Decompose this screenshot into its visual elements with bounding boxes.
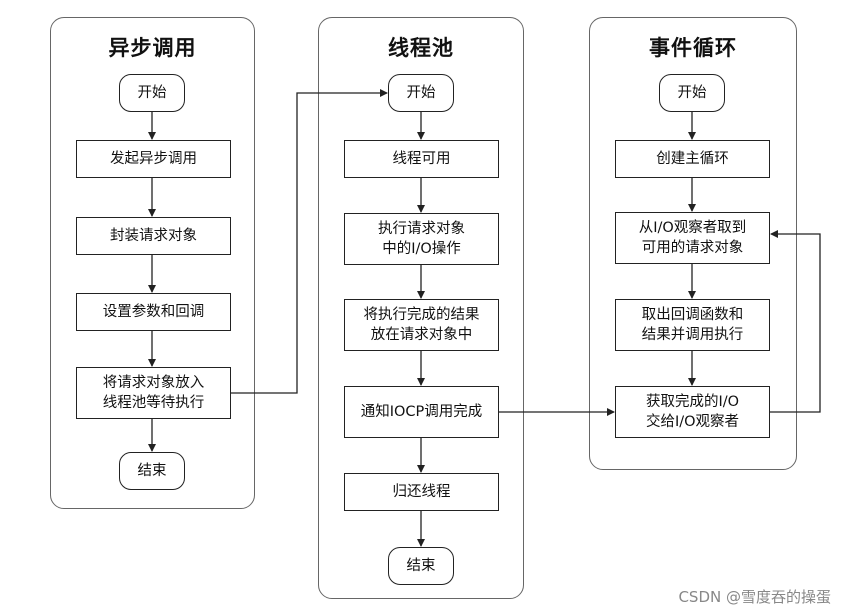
node-end: 结束 <box>388 547 454 585</box>
node-start: 开始 <box>119 74 185 112</box>
node-wrap-request-object: 封装请求对象 <box>76 217 231 255</box>
node-create-main-loop: 创建主循环 <box>615 140 770 178</box>
node-initiate-async-call: 发起异步调用 <box>76 140 231 178</box>
node-end: 结束 <box>119 452 185 490</box>
node-put-into-thread-pool: 将请求对象放入 线程池等待执行 <box>76 367 231 419</box>
node-fetch-request-object: 从I/O观察者取到 可用的请求对象 <box>615 212 770 264</box>
node-start: 开始 <box>659 74 725 112</box>
node-return-thread: 归还线程 <box>344 473 499 511</box>
panel-title: 异步调用 <box>108 36 197 60</box>
node-notify-iocp: 通知IOCP调用完成 <box>344 386 499 438</box>
watermark: CSDN @雪度吞的操蛋 <box>678 588 831 606</box>
node-invoke-callback: 取出回调函数和 结果并调用执行 <box>615 299 770 351</box>
panel-title: 事件循环 <box>649 36 737 60</box>
node-execute-io-operation: 执行请求对象 中的I/O操作 <box>344 213 499 265</box>
node-start: 开始 <box>388 74 454 112</box>
node-hand-to-observer: 获取完成的I/O 交给I/O观察者 <box>615 386 770 438</box>
node-set-params-callback: 设置参数和回调 <box>76 293 231 331</box>
node-store-result: 将执行完成的结果 放在请求对象中 <box>344 299 499 351</box>
node-thread-available: 线程可用 <box>344 140 499 178</box>
panel-title: 线程池 <box>388 36 454 60</box>
